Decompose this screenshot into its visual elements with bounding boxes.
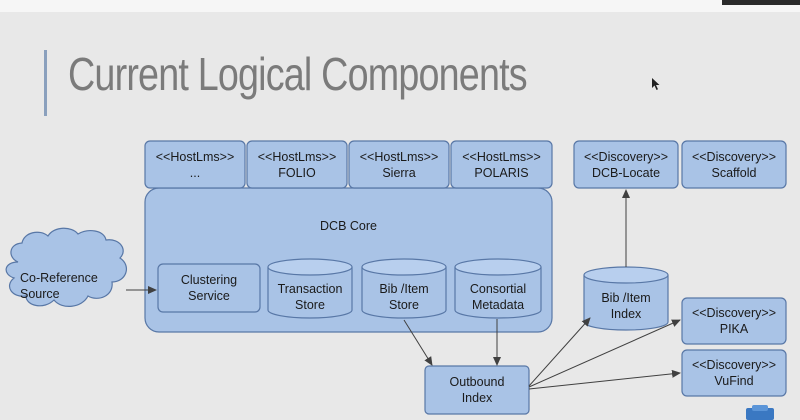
bib-item-store-label: Bib /Item Store	[362, 281, 446, 313]
hostlms-name-1: ...	[189, 166, 201, 180]
bib-item-store-line1: Bib /Item	[379, 282, 429, 296]
hostlms-label-4: <<HostLms>> POLARIS	[451, 149, 552, 181]
arrow-outbound-to-bibitem-index	[528, 317, 591, 387]
clustering-service-label: Clustering Service	[158, 272, 260, 304]
discovery-name-scaffold: Scaffold	[711, 166, 757, 180]
consortial-metadata-line2: Metadata	[471, 298, 525, 312]
hostlms-stereotype-2: <<HostLms>>	[257, 150, 337, 164]
hostlms-name-3: Sierra	[382, 166, 416, 180]
discovery-label-dcb-locate: <<Discovery>> DCB-Locate	[574, 149, 678, 181]
arrow-outbound-to-vufind	[528, 369, 681, 390]
arrow-outbound-to-pika	[528, 319, 681, 388]
hostlms-name-4: POLARIS	[474, 166, 529, 180]
outbound-index-line1: Outbound	[449, 375, 505, 389]
presenter-logo-icon	[746, 405, 774, 420]
window-top-strip	[0, 0, 800, 12]
hostlms-box-2	[246, 140, 348, 189]
discovery-label-vufind: <<Discovery>> VuFind	[682, 357, 786, 389]
bib-item-index-line1: Bib /Item	[601, 291, 651, 305]
outbound-index-box	[424, 365, 530, 415]
window-top-dark-strip	[722, 0, 800, 5]
hostlms-stereotype-4: <<HostLms>>	[462, 150, 541, 164]
discovery-box-vufind	[681, 349, 787, 397]
transaction-store-line1: Transaction	[277, 282, 343, 296]
discovery-box-dcb-locate	[573, 140, 679, 189]
discovery-stereotype-pika: <<Discovery>>	[691, 306, 777, 320]
title-accent-bar	[44, 50, 47, 116]
discovery-stereotype-scaffold: <<Discovery>>	[691, 150, 777, 164]
hostlms-label-3: <<HostLms>> Sierra	[349, 149, 449, 181]
hostlms-stereotype-1: <<HostLms>>	[155, 150, 235, 164]
co-reference-cloud	[5, 227, 128, 307]
discovery-stereotype-vufind: <<Discovery>>	[691, 358, 777, 372]
consortial-metadata-label: Consortial Metadata	[455, 281, 541, 313]
discovery-name-vufind: VuFind	[714, 374, 754, 388]
discovery-label-pika: <<Discovery>> PIKA	[682, 305, 786, 337]
co-reference-line2: Source	[20, 287, 60, 301]
discovery-box-scaffold	[681, 140, 787, 189]
bib-item-store-line2: Store	[389, 298, 419, 312]
hostlms-stereotype-3: <<HostLms>>	[359, 150, 439, 164]
slide-title: Current Logical Components	[68, 48, 528, 100]
bib-item-index-label: Bib /Item Index	[584, 290, 668, 322]
hostlms-box-1	[144, 140, 246, 189]
clustering-service-line2: Service	[188, 289, 230, 303]
mouse-cursor-icon	[652, 78, 660, 90]
hostlms-label-2: <<HostLms>> FOLIO	[247, 149, 347, 181]
transaction-store-line2: Store	[295, 298, 325, 312]
clustering-service-box	[157, 263, 261, 313]
transaction-store-label: Transaction Store	[268, 281, 352, 313]
discovery-name-dcb-locate: DCB-Locate	[591, 166, 661, 180]
discovery-box-pika	[681, 297, 787, 345]
outbound-index-label: Outbound Index	[425, 374, 529, 406]
discovery-label-scaffold: <<Discovery>> Scaffold	[682, 149, 786, 181]
discovery-stereotype-dcb-locate: <<Discovery>>	[583, 150, 669, 164]
consortial-metadata-line1: Consortial	[469, 282, 527, 296]
hostlms-box-3	[348, 140, 450, 189]
co-reference-label: Co-Reference Source	[8, 270, 130, 302]
outbound-index-line2: Index	[461, 391, 493, 405]
discovery-name-pika: PIKA	[719, 322, 749, 336]
hostlms-label-1: <<HostLms>> ...	[145, 149, 245, 181]
hostlms-name-2: FOLIO	[278, 166, 316, 180]
co-reference-line1: Co-Reference	[20, 271, 98, 285]
clustering-service-line1: Clustering	[180, 273, 238, 287]
bib-item-store-cylinder	[361, 258, 447, 319]
arrow-bibitem-store-to-outbound	[403, 319, 433, 366]
bib-item-index-line2: Index	[610, 307, 642, 321]
transaction-store-cylinder	[267, 258, 353, 319]
consortial-metadata-cylinder	[454, 258, 542, 319]
dcb-core-label: DCB Core	[320, 219, 377, 233]
hostlms-box-4	[450, 140, 553, 189]
